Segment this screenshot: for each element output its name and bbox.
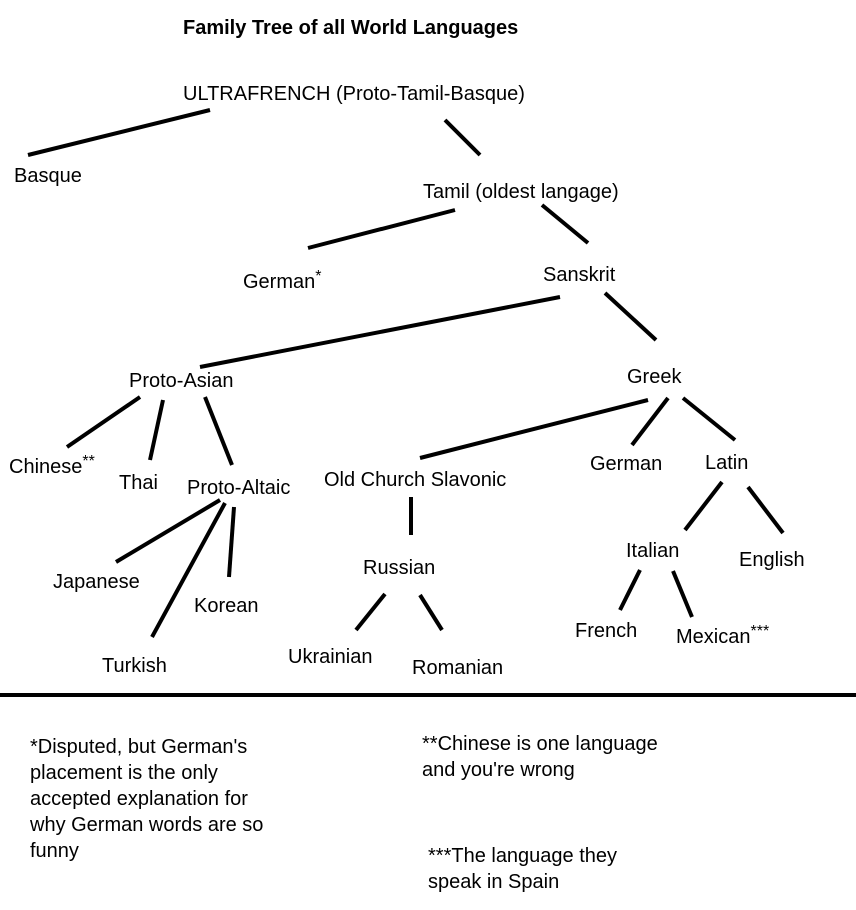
edge-greek-old-church-slavonic xyxy=(419,398,649,460)
footnote-line: and you're wrong xyxy=(422,759,575,781)
edge-proto-altaic-korean xyxy=(227,506,236,578)
node-label: Mexican xyxy=(676,626,750,648)
footnote-mark: * xyxy=(315,268,321,285)
edge-russian-ukrainian xyxy=(354,592,387,632)
node-sanskrit: Sanskrit xyxy=(543,264,616,286)
edge-russian-romanian xyxy=(418,593,444,632)
edge-latin-italian xyxy=(683,480,724,532)
footnote-mexican: ***The language they speak in Spain xyxy=(428,845,617,893)
node-german: German xyxy=(590,453,662,475)
footnote-line: ***The language they xyxy=(428,845,617,867)
node-italian: Italian xyxy=(626,540,679,562)
tree-nodes: ULTRAFRENCH (Proto-Tamil-Basque) Basque … xyxy=(9,83,805,679)
node-ukrainian: Ukrainian xyxy=(288,646,372,668)
footnote-chinese: **Chinese is one language and you're wro… xyxy=(422,733,658,781)
edge-tamil-german xyxy=(307,208,456,250)
node-proto-asian: Proto-Asian xyxy=(129,370,234,392)
node-russian: Russian xyxy=(363,557,435,579)
footnote-mark: ** xyxy=(82,453,94,470)
node-german-disputed: German* xyxy=(243,268,321,293)
node-mexican: Mexican*** xyxy=(676,623,769,648)
footnote-line: speak in Spain xyxy=(428,871,559,893)
edge-proto-altaic-turkish xyxy=(150,502,227,638)
footnote-line: *Disputed, but German's xyxy=(30,736,247,758)
node-greek: Greek xyxy=(627,366,682,388)
edge-ultrafrench-basque xyxy=(27,108,211,157)
footnote-line: funny xyxy=(30,840,79,862)
edge-italian-mexican xyxy=(671,570,694,618)
edge-sanskrit-greek xyxy=(603,291,658,342)
edge-proto-asian-thai xyxy=(148,399,165,461)
node-label: Chinese xyxy=(9,456,82,478)
edge-greek-german xyxy=(630,396,670,447)
node-label: German xyxy=(243,271,315,293)
node-english: English xyxy=(739,549,805,571)
edge-proto-asian-proto-altaic xyxy=(203,396,234,466)
footnote-line: accepted explanation for xyxy=(30,788,248,810)
node-korean: Korean xyxy=(194,595,259,617)
footnote-line: **Chinese is one language xyxy=(422,733,658,755)
edge-tamil-sanskrit xyxy=(540,203,590,245)
node-ultrafrench: ULTRAFRENCH (Proto-Tamil-Basque) xyxy=(183,83,525,105)
edge-sanskrit-proto-asian xyxy=(199,295,561,369)
node-tamil: Tamil (oldest langage) xyxy=(423,181,619,203)
edge-ultrafrench-tamil xyxy=(443,118,482,157)
edge-latin-english xyxy=(746,485,785,535)
footnote-mark: *** xyxy=(750,623,769,640)
footnote-line: placement is the only xyxy=(30,762,218,784)
footnote-german: *Disputed, but German's placement is the… xyxy=(29,736,263,862)
tree-edges xyxy=(27,108,785,638)
node-french: French xyxy=(575,620,637,642)
node-thai: Thai xyxy=(119,472,158,494)
edge-proto-asian-chinese xyxy=(65,395,142,449)
node-latin: Latin xyxy=(705,452,748,474)
node-basque: Basque xyxy=(14,165,82,187)
edge-proto-altaic-japanese xyxy=(114,498,222,564)
node-old-church-slavonic: Old Church Slavonic xyxy=(324,469,506,491)
node-chinese: Chinese** xyxy=(9,453,95,478)
node-proto-altaic: Proto-Altaic xyxy=(187,477,290,499)
edge-greek-latin xyxy=(681,396,737,442)
node-turkish: Turkish xyxy=(102,655,167,677)
edge-italian-french xyxy=(618,569,642,611)
diagram-title: Family Tree of all World Languages xyxy=(183,17,518,39)
footnote-line: why German words are so xyxy=(29,814,263,836)
node-japanese: Japanese xyxy=(53,571,140,593)
node-romanian: Romanian xyxy=(412,657,503,679)
